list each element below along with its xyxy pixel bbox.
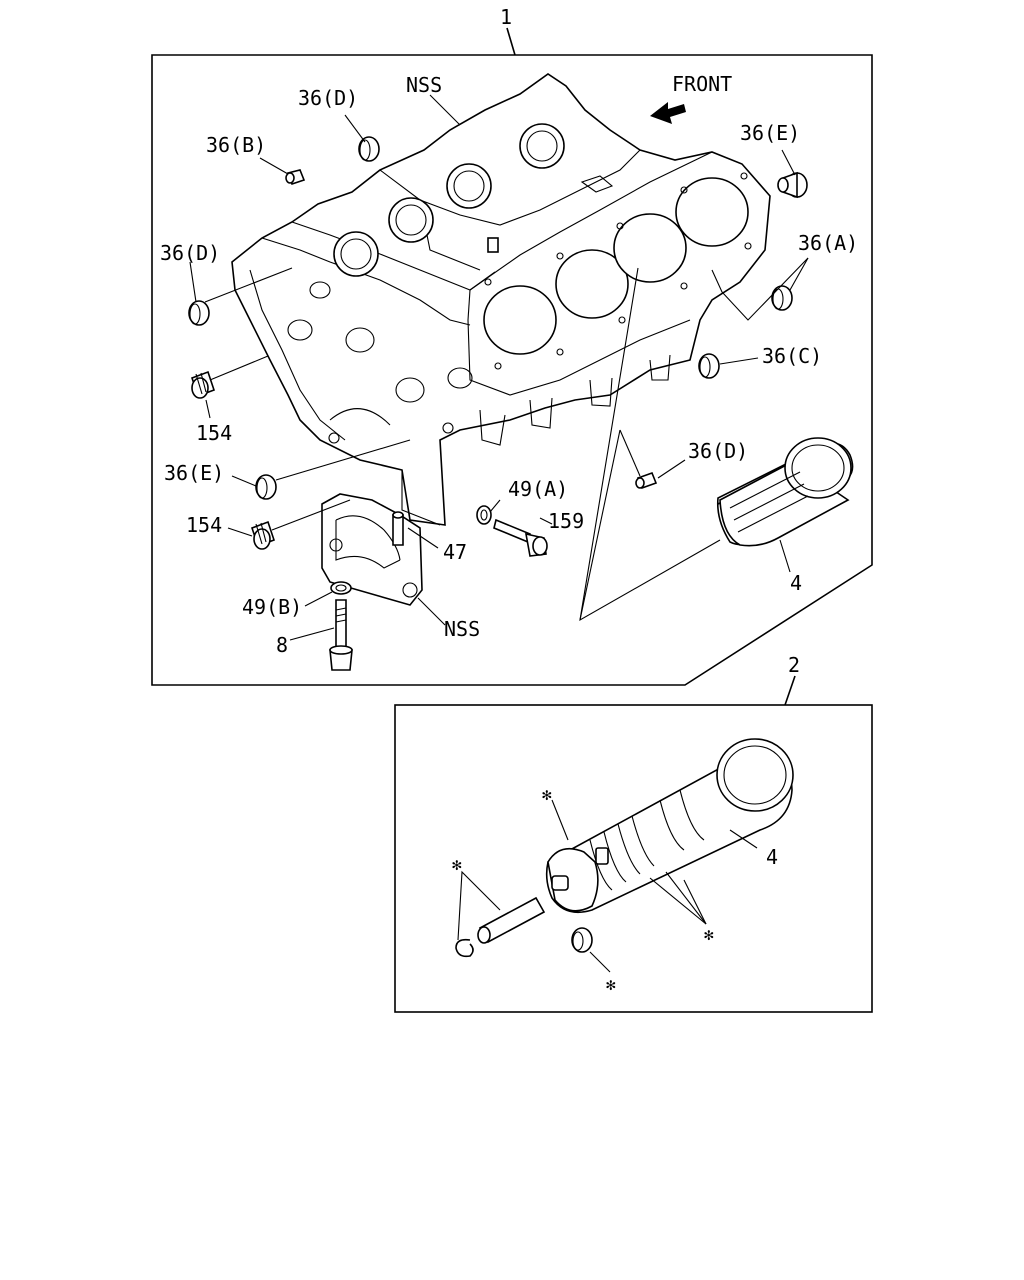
plug-36d-left xyxy=(188,300,210,326)
asterisk-bushing: ✻ xyxy=(606,975,616,994)
piston-bushing xyxy=(571,927,593,953)
callout-2: 2 xyxy=(788,653,800,677)
plug-36d-top xyxy=(358,136,380,162)
head-bolt-holes xyxy=(484,172,752,370)
plug-36c xyxy=(698,353,720,379)
dowel-36d-lower xyxy=(635,471,658,490)
left-bank-bores xyxy=(333,123,565,277)
label-154-upper: 154 xyxy=(196,421,232,445)
main-bearing-cap xyxy=(321,493,423,606)
snap-ring xyxy=(455,938,474,958)
label-36d-left: 36(D) xyxy=(160,241,220,265)
front-arrow-icon xyxy=(650,102,686,124)
asterisk-liner: ✻ xyxy=(542,785,552,804)
bolt-8 xyxy=(329,599,353,671)
asterisk-rings: ✻ xyxy=(704,925,714,944)
sub-leader-lines xyxy=(457,799,758,973)
asterisk-pin: ✻ xyxy=(452,855,462,874)
plug-36e-right xyxy=(777,171,808,199)
label-49b: 49(B) xyxy=(242,595,302,619)
plug-154-upper xyxy=(190,370,216,399)
dowel-36b xyxy=(285,169,306,186)
callout-1: 1 xyxy=(500,5,512,29)
plug-154-lower xyxy=(250,520,276,550)
label-nss-top: NSS xyxy=(406,73,442,97)
washer-49a xyxy=(476,505,492,525)
right-bank-bores xyxy=(483,177,749,355)
label-36d-top: 36(D) xyxy=(298,86,358,110)
bolt-159 xyxy=(493,518,548,557)
cylinder-liner-upper xyxy=(716,437,854,547)
label-36e-left: 36(E) xyxy=(164,461,224,485)
piston-pin xyxy=(477,896,546,944)
label-36d-lower: 36(D) xyxy=(688,439,748,463)
front-label: FRONT xyxy=(672,72,732,96)
plug-36e-left xyxy=(255,474,277,500)
label-4-upper: 4 xyxy=(790,571,802,595)
washer-49b xyxy=(330,581,352,595)
label-36b: 36(B) xyxy=(206,133,266,157)
plug-36a xyxy=(771,285,793,311)
label-nss-cap: NSS xyxy=(444,617,480,641)
label-8: 8 xyxy=(276,633,288,657)
label-36c: 36(C) xyxy=(762,344,822,368)
subassembly-frame xyxy=(394,704,873,1013)
label-47: 47 xyxy=(443,540,467,564)
label-49a: 49(A) xyxy=(508,477,568,501)
assembly-frame xyxy=(151,54,873,686)
label-36a: 36(A) xyxy=(798,231,858,255)
label-4-lower: 4 xyxy=(766,845,778,869)
leader-lines xyxy=(189,94,809,641)
label-36e-right: 36(E) xyxy=(740,121,800,145)
liner-piston-set xyxy=(545,738,794,914)
label-159: 159 xyxy=(548,509,584,533)
label-154-lower: 154 xyxy=(186,513,222,537)
cylinder-block xyxy=(231,73,771,526)
